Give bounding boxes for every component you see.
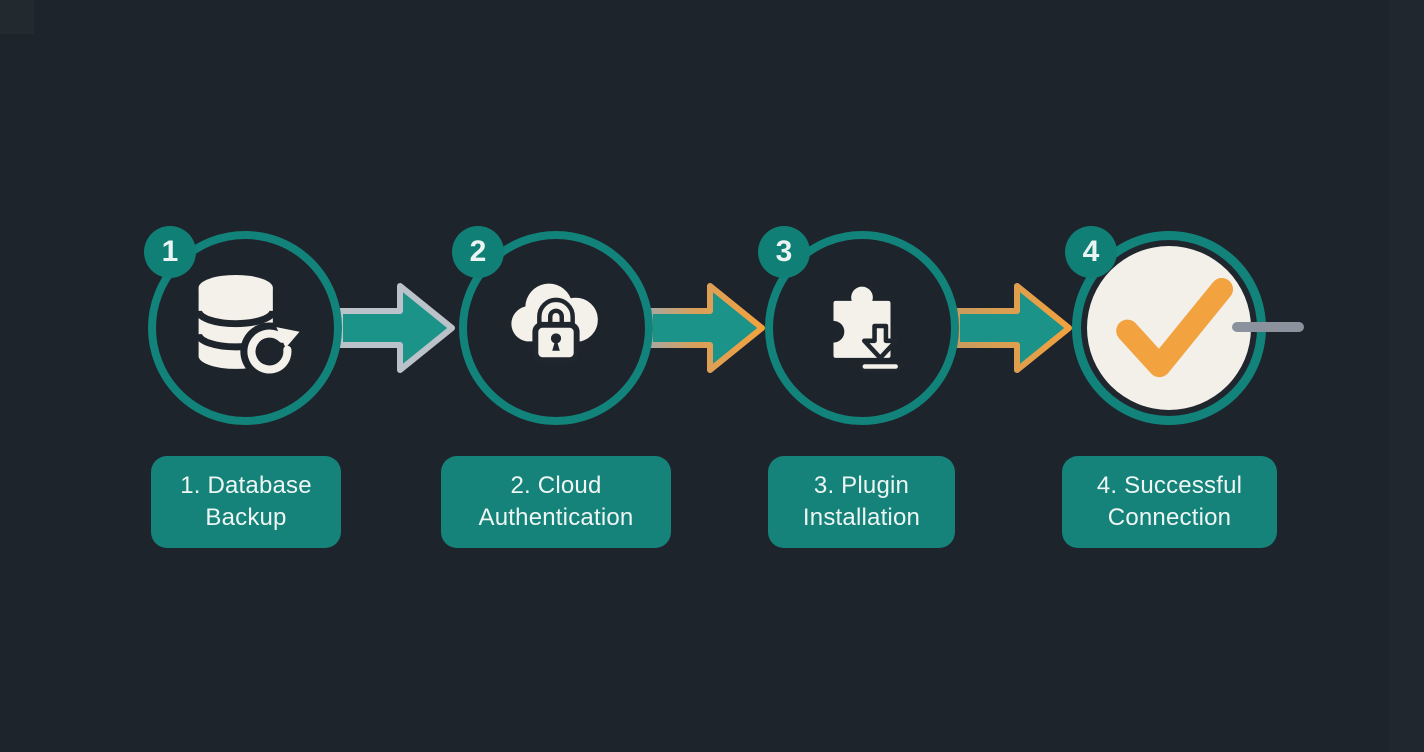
step-number: 1 bbox=[161, 235, 179, 268]
step-4-number-badge: 4 bbox=[1065, 226, 1117, 278]
step-1-number-badge: 1 bbox=[144, 226, 196, 278]
arrow-right-icon bbox=[647, 278, 770, 383]
step-number: 2 bbox=[469, 235, 487, 268]
step-2-label: 2. Cloud Authentication bbox=[441, 456, 671, 548]
step-3-label: 3. Plugin Installation bbox=[768, 456, 955, 548]
database-refresh-icon bbox=[187, 268, 303, 389]
step-2-number-badge: 2 bbox=[452, 226, 504, 278]
trailing-dash bbox=[1232, 322, 1304, 332]
step-number: 3 bbox=[775, 235, 793, 268]
step-1-circle bbox=[148, 231, 342, 425]
step-number: 4 bbox=[1082, 235, 1100, 268]
cloud-lock-icon bbox=[497, 267, 615, 390]
puzzle-download-icon bbox=[805, 269, 919, 388]
step-3-number-badge: 3 bbox=[758, 226, 810, 278]
edge-decoration bbox=[1390, 0, 1424, 752]
corner-decoration bbox=[0, 0, 34, 34]
step-4-label: 4. Successful Connection bbox=[1062, 456, 1277, 548]
arrow-right-icon bbox=[954, 278, 1077, 383]
step-3-circle bbox=[765, 231, 959, 425]
step-2-circle bbox=[459, 231, 653, 425]
circle-fill bbox=[1087, 246, 1251, 410]
arrow-right-icon bbox=[337, 278, 460, 383]
step-1-label: 1. Database Backup bbox=[151, 456, 341, 548]
check-icon bbox=[1089, 246, 1249, 411]
